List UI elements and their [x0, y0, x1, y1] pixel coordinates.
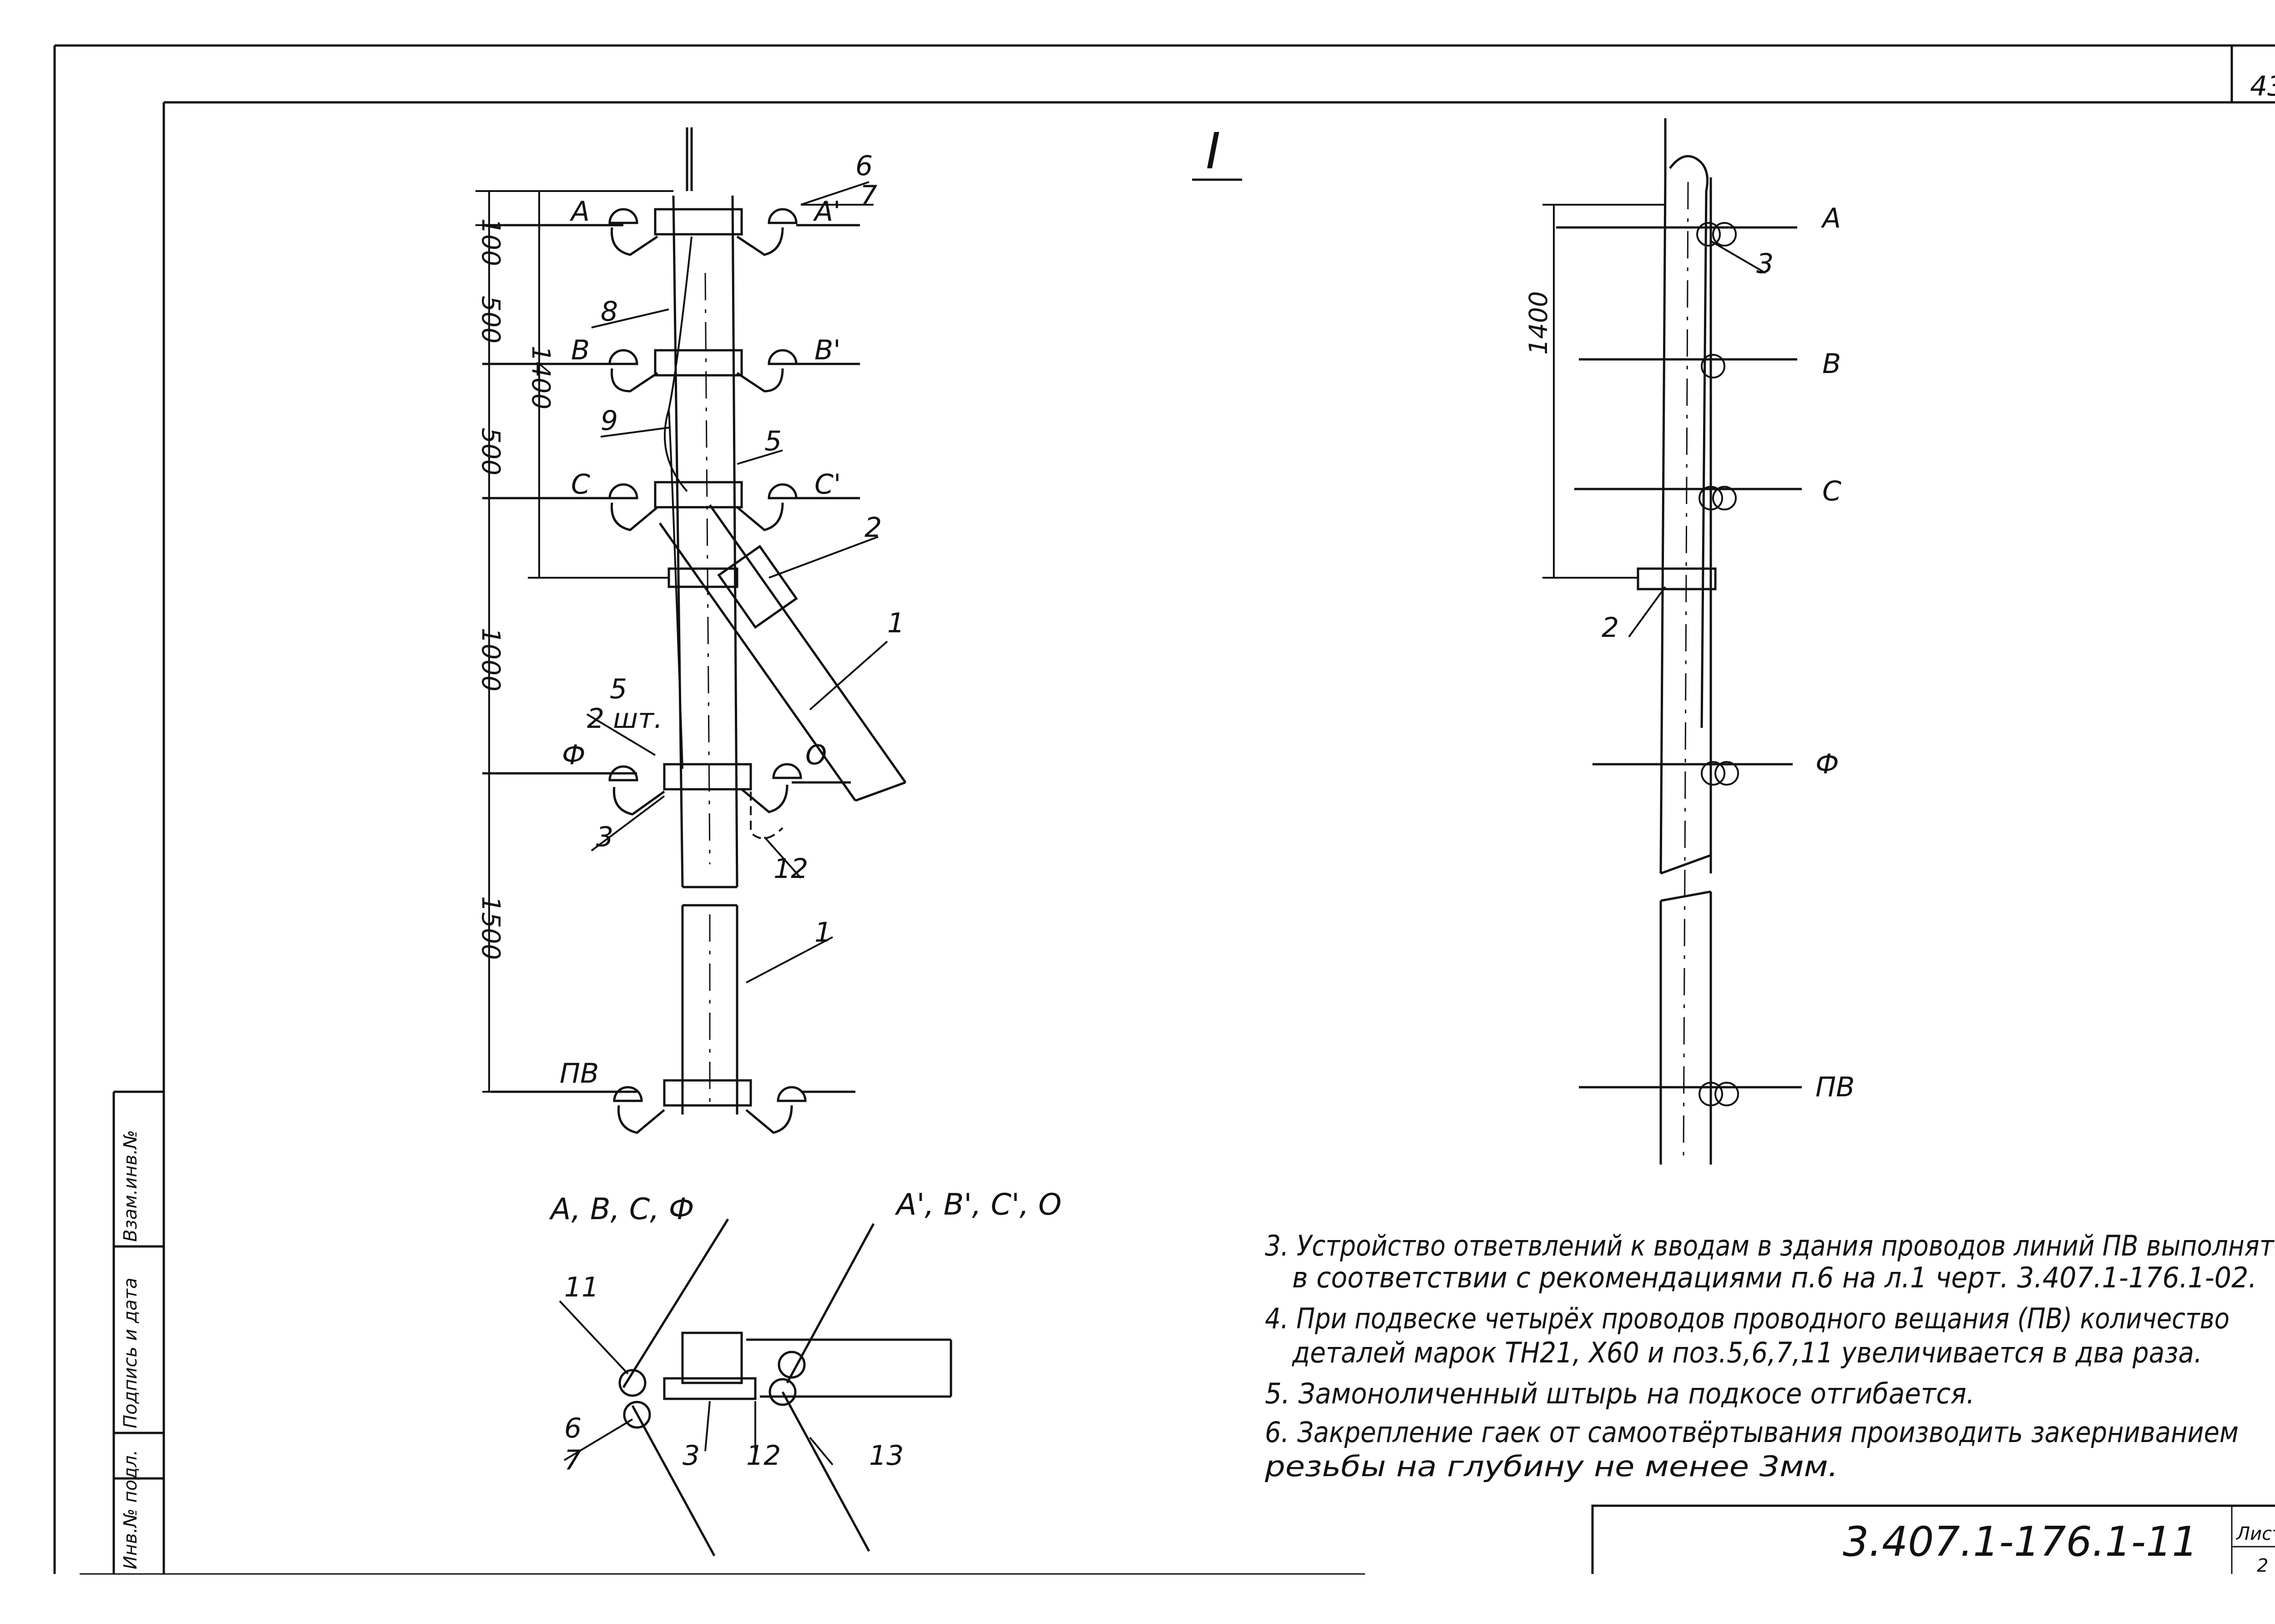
- plan-callout-11: 11: [564, 1271, 599, 1303]
- plan-callout-6: 6: [564, 1412, 581, 1444]
- right-callout-3: 3: [1756, 248, 1774, 280]
- sheet-number: 2: [2257, 1555, 2268, 1576]
- plan-label-right: A', B', C', O: [895, 1188, 1062, 1222]
- callout-numbers: 6 7 8 9 5 2 1 5 2 шт. 3 12 1: [587, 150, 905, 948]
- dimension-lines: [475, 190, 673, 1093]
- callout-12: 12: [774, 853, 808, 885]
- label-B: B: [571, 334, 590, 366]
- stamp-block: Инв.№ подл. Подпись и дата Взам.инв.№: [120, 1130, 141, 1569]
- dim-100: 100: [476, 218, 506, 266]
- dimension-values: 100 500 500 1400 1000 1500: [476, 218, 556, 960]
- label-PV: ПВ: [560, 1058, 599, 1089]
- plan-leaders: [559, 1300, 834, 1466]
- note-line-6: 6. Закрепление гаек от самоотвёртывания …: [1265, 1416, 2239, 1449]
- jumper-12: [750, 792, 784, 839]
- label-O: O: [805, 739, 827, 771]
- callout-5a: 5: [764, 425, 782, 457]
- right-side-view: 1400 A B C Ф ПВ 3 2: [1524, 118, 1855, 1165]
- stamp-replace-inv: Взам.инв.№: [120, 1130, 141, 1242]
- dim-500b: 500: [476, 428, 506, 475]
- callout-6: 6: [855, 150, 873, 182]
- right-label-PV: ПВ: [1815, 1071, 1855, 1103]
- right-callout-2: 2: [1602, 612, 1619, 644]
- dim-500a: 500: [476, 296, 506, 343]
- plan-callout-7: 7: [564, 1444, 581, 1476]
- callout-leaders: [586, 181, 888, 983]
- plan-callout-13: 13: [869, 1440, 904, 1472]
- right-label-C: C: [1822, 475, 1841, 507]
- callout-9: 9: [601, 405, 618, 437]
- callout-7: 7: [860, 180, 877, 212]
- callout-5b: 5: [610, 673, 627, 705]
- right-labels: A B C Ф ПВ 3 2: [1602, 202, 1855, 1103]
- label-C: C: [571, 469, 590, 500]
- plan-label-left: A, B, C, Ф: [549, 1192, 694, 1226]
- sheet-frame: [53, 44, 2275, 1575]
- plan-callout-12: 12: [746, 1440, 781, 1472]
- wire-labels: A B C Ф ПВ A' B' C' O: [560, 196, 841, 1089]
- plan-lines: [618, 1218, 952, 1557]
- label-A-prime: A': [813, 196, 841, 227]
- label-C-prime: C': [814, 469, 841, 500]
- note-line-1: 3. Устройство ответвлений к вводам в зда…: [1265, 1229, 2275, 1262]
- view-label: I: [1206, 122, 1220, 180]
- note-line-5: 5. Замоноличенный штырь на подкосе отгиб…: [1265, 1377, 1975, 1410]
- stamp-inv-no: Инв.№ подл.: [120, 1450, 141, 1569]
- dim-1000: 1000: [476, 628, 506, 691]
- note-line-2: в соответствии с рекомендациями п.6 на л…: [1292, 1261, 2257, 1294]
- plan-callout-3: 3: [682, 1440, 700, 1472]
- right-dims: [1542, 204, 1766, 638]
- callout-2: 2: [864, 512, 882, 544]
- callout-8: 8: [601, 296, 618, 328]
- right-label-A: A: [1820, 202, 1841, 234]
- page-number: 43: [2250, 71, 2275, 102]
- doc-code: 3.407.1-176.1-11: [1843, 1518, 2198, 1566]
- note-line-3: 4. При подвеске четырёх проводов проводн…: [1265, 1302, 2230, 1335]
- dim-1500: 1500: [476, 896, 506, 960]
- plan-callouts: 11 6 7 3 12 13: [564, 1271, 904, 1476]
- right-insulators: [1696, 222, 1739, 1106]
- insulators: [608, 208, 807, 1134]
- right-dim-1400: 1400: [1524, 291, 1553, 355]
- right-label-F: Ф: [1815, 748, 1839, 780]
- dim-1400: 1400: [526, 346, 556, 409]
- note-line-4: деталей марок ТН21, Х60 и поз.5,6,7,11 у…: [1292, 1336, 2202, 1369]
- bypass-wire: [664, 236, 693, 769]
- strut: [658, 504, 907, 802]
- label-A: A: [569, 196, 590, 227]
- plan-labels: A, B, C, Ф A', B', C', O: [549, 1188, 1062, 1226]
- callout-qty: 2 шт.: [587, 703, 662, 735]
- label-F: Ф: [562, 739, 586, 771]
- sheet-label: Лист: [2235, 1523, 2275, 1544]
- left-elevation-view: 100 500 500 1400 1000 1500 A B C Ф ПВ A'…: [475, 127, 907, 1134]
- right-pole: [1659, 118, 1712, 1165]
- label-B-prime: B': [814, 334, 841, 366]
- notes-block: 3. Устройство ответвлений к вводам в зда…: [1264, 1229, 2275, 1483]
- crossarms: [654, 208, 752, 1107]
- right-wires: [1556, 226, 1802, 1089]
- right-label-B: B: [1822, 348, 1841, 380]
- note-line-7: резьбы на глубину не менее 3мм.: [1264, 1450, 1838, 1483]
- stamp-sign-date: Подпись и дата: [120, 1278, 141, 1428]
- callout-1b: 1: [814, 917, 832, 948]
- plan-view: A, B, C, Ф A', B', C', O 11 6 7 3 12 13: [549, 1188, 1062, 1557]
- callout-3: 3: [596, 821, 613, 853]
- callout-1a: 1: [887, 607, 905, 639]
